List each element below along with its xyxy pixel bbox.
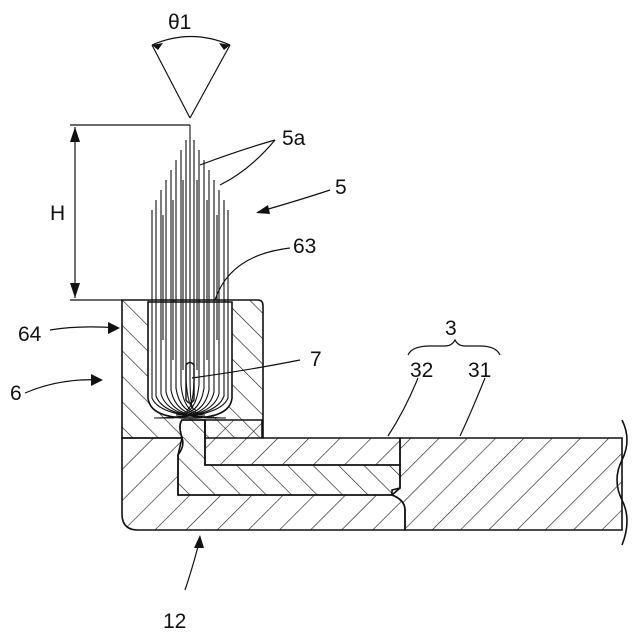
label-theta1: θ1 [168,11,191,34]
holder-body [122,300,263,438]
label-3: 3 [445,317,457,340]
label-12: 12 [163,610,186,633]
angle-indicator [152,37,230,119]
base-plate [122,420,627,545]
height-dimension [70,125,190,300]
label-height: H [50,202,65,225]
label-7: 7 [310,348,322,371]
label-5: 5 [335,176,347,199]
label-31: 31 [468,359,491,382]
label-5a: 5a [282,127,306,150]
panel-31 [392,438,622,530]
holder [122,300,263,438]
label-63: 63 [293,235,316,258]
label-64: 64 [18,323,42,346]
label-6: 6 [10,382,22,405]
label-32: 32 [410,359,433,382]
